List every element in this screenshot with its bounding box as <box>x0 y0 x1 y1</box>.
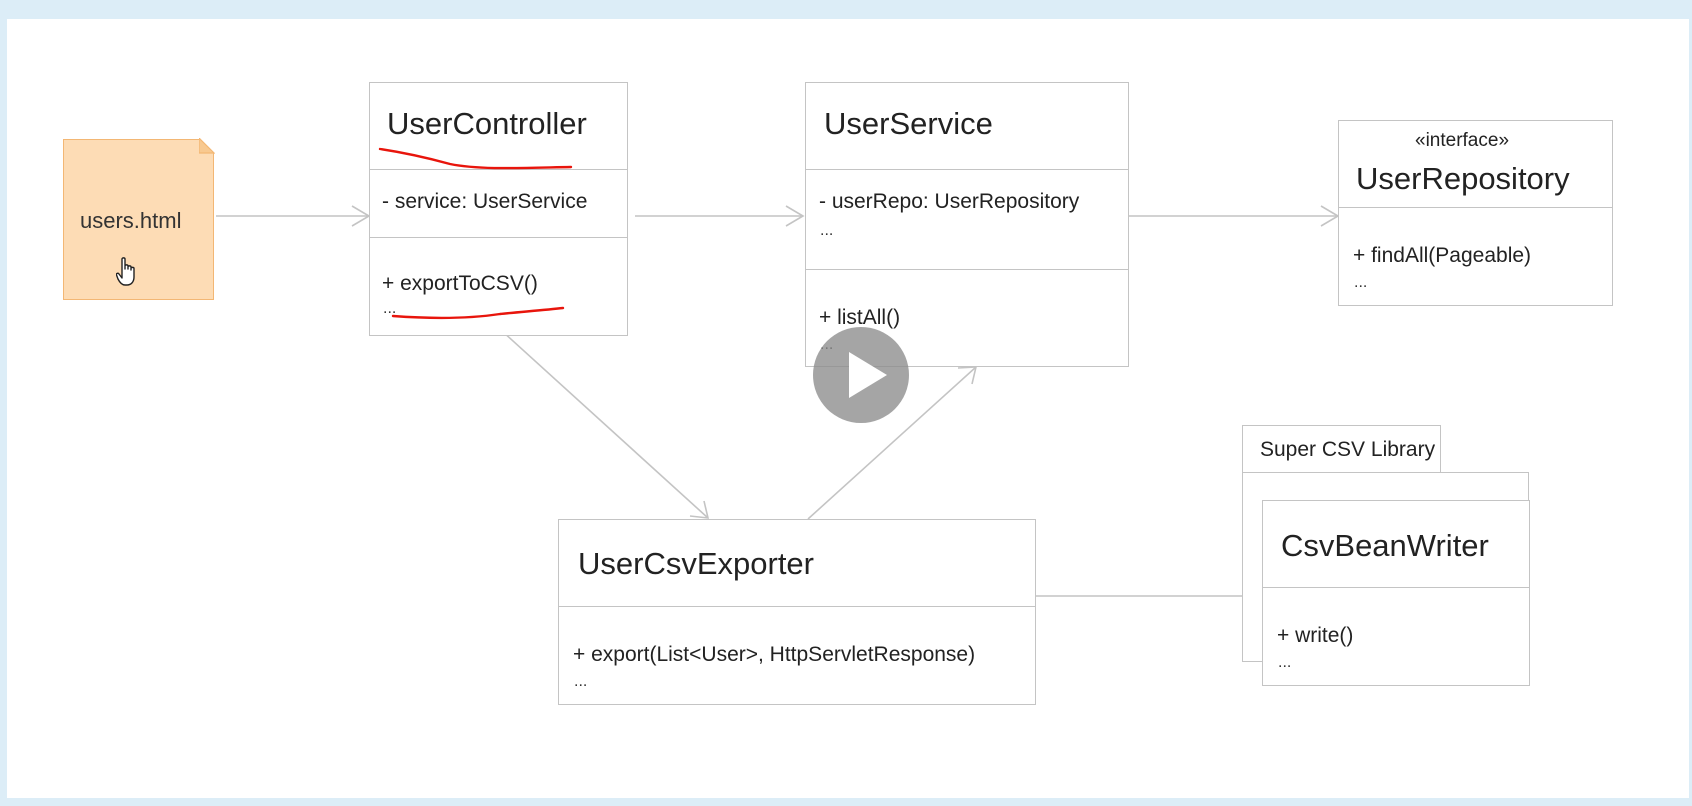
class-user-csv-exporter[interactable]: UserCsvExporter + export(List<User>, Htt… <box>558 519 1036 705</box>
arrow-exporter-to-csvbeanwriter <box>1035 585 1264 607</box>
operation-write: + write() <box>1277 624 1354 647</box>
arrow-controller-to-exporter <box>501 330 710 519</box>
attribute-service: - service: UserService <box>382 190 588 213</box>
more-ellipsis: ... <box>1278 654 1292 671</box>
class-operations: + export(List<User>, HttpServletResponse… <box>559 607 1035 704</box>
class-user-service[interactable]: UserService - userRepo: UserRepository .… <box>805 82 1129 367</box>
class-operations: + findAll(Pageable) ... <box>1339 208 1612 305</box>
hand-cursor-icon <box>116 257 135 286</box>
play-icon <box>849 352 887 398</box>
class-title: UserController <box>387 106 587 141</box>
class-header: UserController <box>370 83 627 170</box>
more-ellipsis: ... <box>1354 274 1368 291</box>
arrow-controller-to-service <box>635 205 805 227</box>
class-attributes: - userRepo: UserRepository ... <box>806 170 1128 270</box>
more-ellipsis: ... <box>574 673 588 690</box>
class-user-repository[interactable]: «interface» UserRepository + findAll(Pag… <box>1338 120 1613 306</box>
more-ellipsis: ... <box>820 222 834 239</box>
class-title: CsvBeanWriter <box>1281 528 1489 563</box>
class-header: «interface» UserRepository <box>1339 121 1612 208</box>
class-operations: + write() ... <box>1263 588 1529 685</box>
package-label: Super CSV Library <box>1260 438 1436 461</box>
class-header: UserCsvExporter <box>559 520 1035 607</box>
file-label: users.html <box>80 208 182 233</box>
class-title: UserRepository <box>1356 161 1570 196</box>
arrow-file-to-controller <box>216 205 371 227</box>
class-csv-bean-writer[interactable]: CsvBeanWriter + write() ... <box>1262 500 1530 686</box>
class-header: CsvBeanWriter <box>1263 501 1529 588</box>
class-header: UserService <box>806 83 1128 170</box>
attribute-user-repo: - userRepo: UserRepository <box>819 190 1080 213</box>
file-node-users-html[interactable] <box>63 139 214 300</box>
operation-list-all: + listAll() <box>819 306 901 329</box>
class-user-controller[interactable]: UserController - service: UserService + … <box>369 82 628 336</box>
arrow-exporter-to-service <box>807 366 978 520</box>
class-title: UserCsvExporter <box>578 546 814 581</box>
more-ellipsis: ... <box>383 300 397 317</box>
operation-export: + export(List<User>, HttpServletResponse… <box>573 643 976 666</box>
play-button[interactable] <box>813 327 909 423</box>
arrow-service-to-repository <box>1129 205 1340 227</box>
class-operations: + exportToCSV() ... <box>370 238 627 334</box>
operation-find-all: + findAll(Pageable) <box>1353 244 1532 267</box>
interface-stereotype: «interface» <box>1415 130 1510 151</box>
package-tab <box>1242 425 1441 473</box>
operation-export-to-csv: + exportToCSV() <box>382 272 538 295</box>
class-title: UserService <box>824 106 993 141</box>
class-attributes: - service: UserService <box>370 170 627 238</box>
file-fold-corner <box>199 138 215 154</box>
